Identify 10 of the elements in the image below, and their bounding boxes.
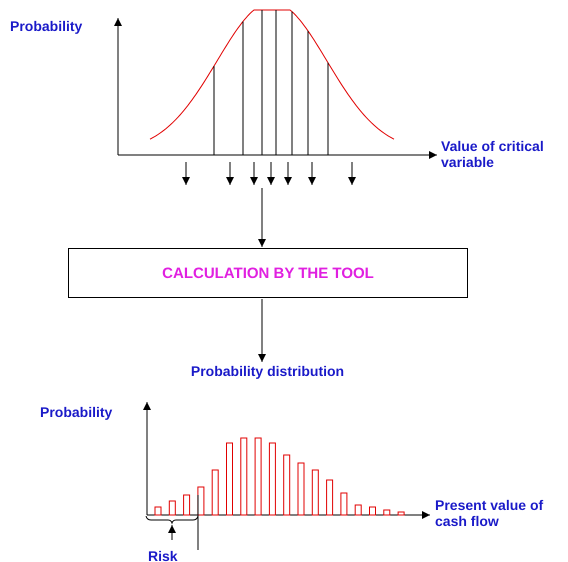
arrow [258, 188, 266, 248]
process-box [68, 248, 468, 298]
risk-label: Risk [148, 548, 178, 562]
axis-label: Present value of cash flow [435, 497, 544, 529]
result-label: Probability distribution [175, 363, 360, 383]
axis-label: Value of critical variable [441, 138, 545, 170]
axis-label: Probability [40, 404, 112, 420]
axis-label: Probability [10, 18, 82, 34]
arrow [258, 298, 266, 362]
process-label: CALCULATION BY THE TOOL [162, 264, 374, 282]
